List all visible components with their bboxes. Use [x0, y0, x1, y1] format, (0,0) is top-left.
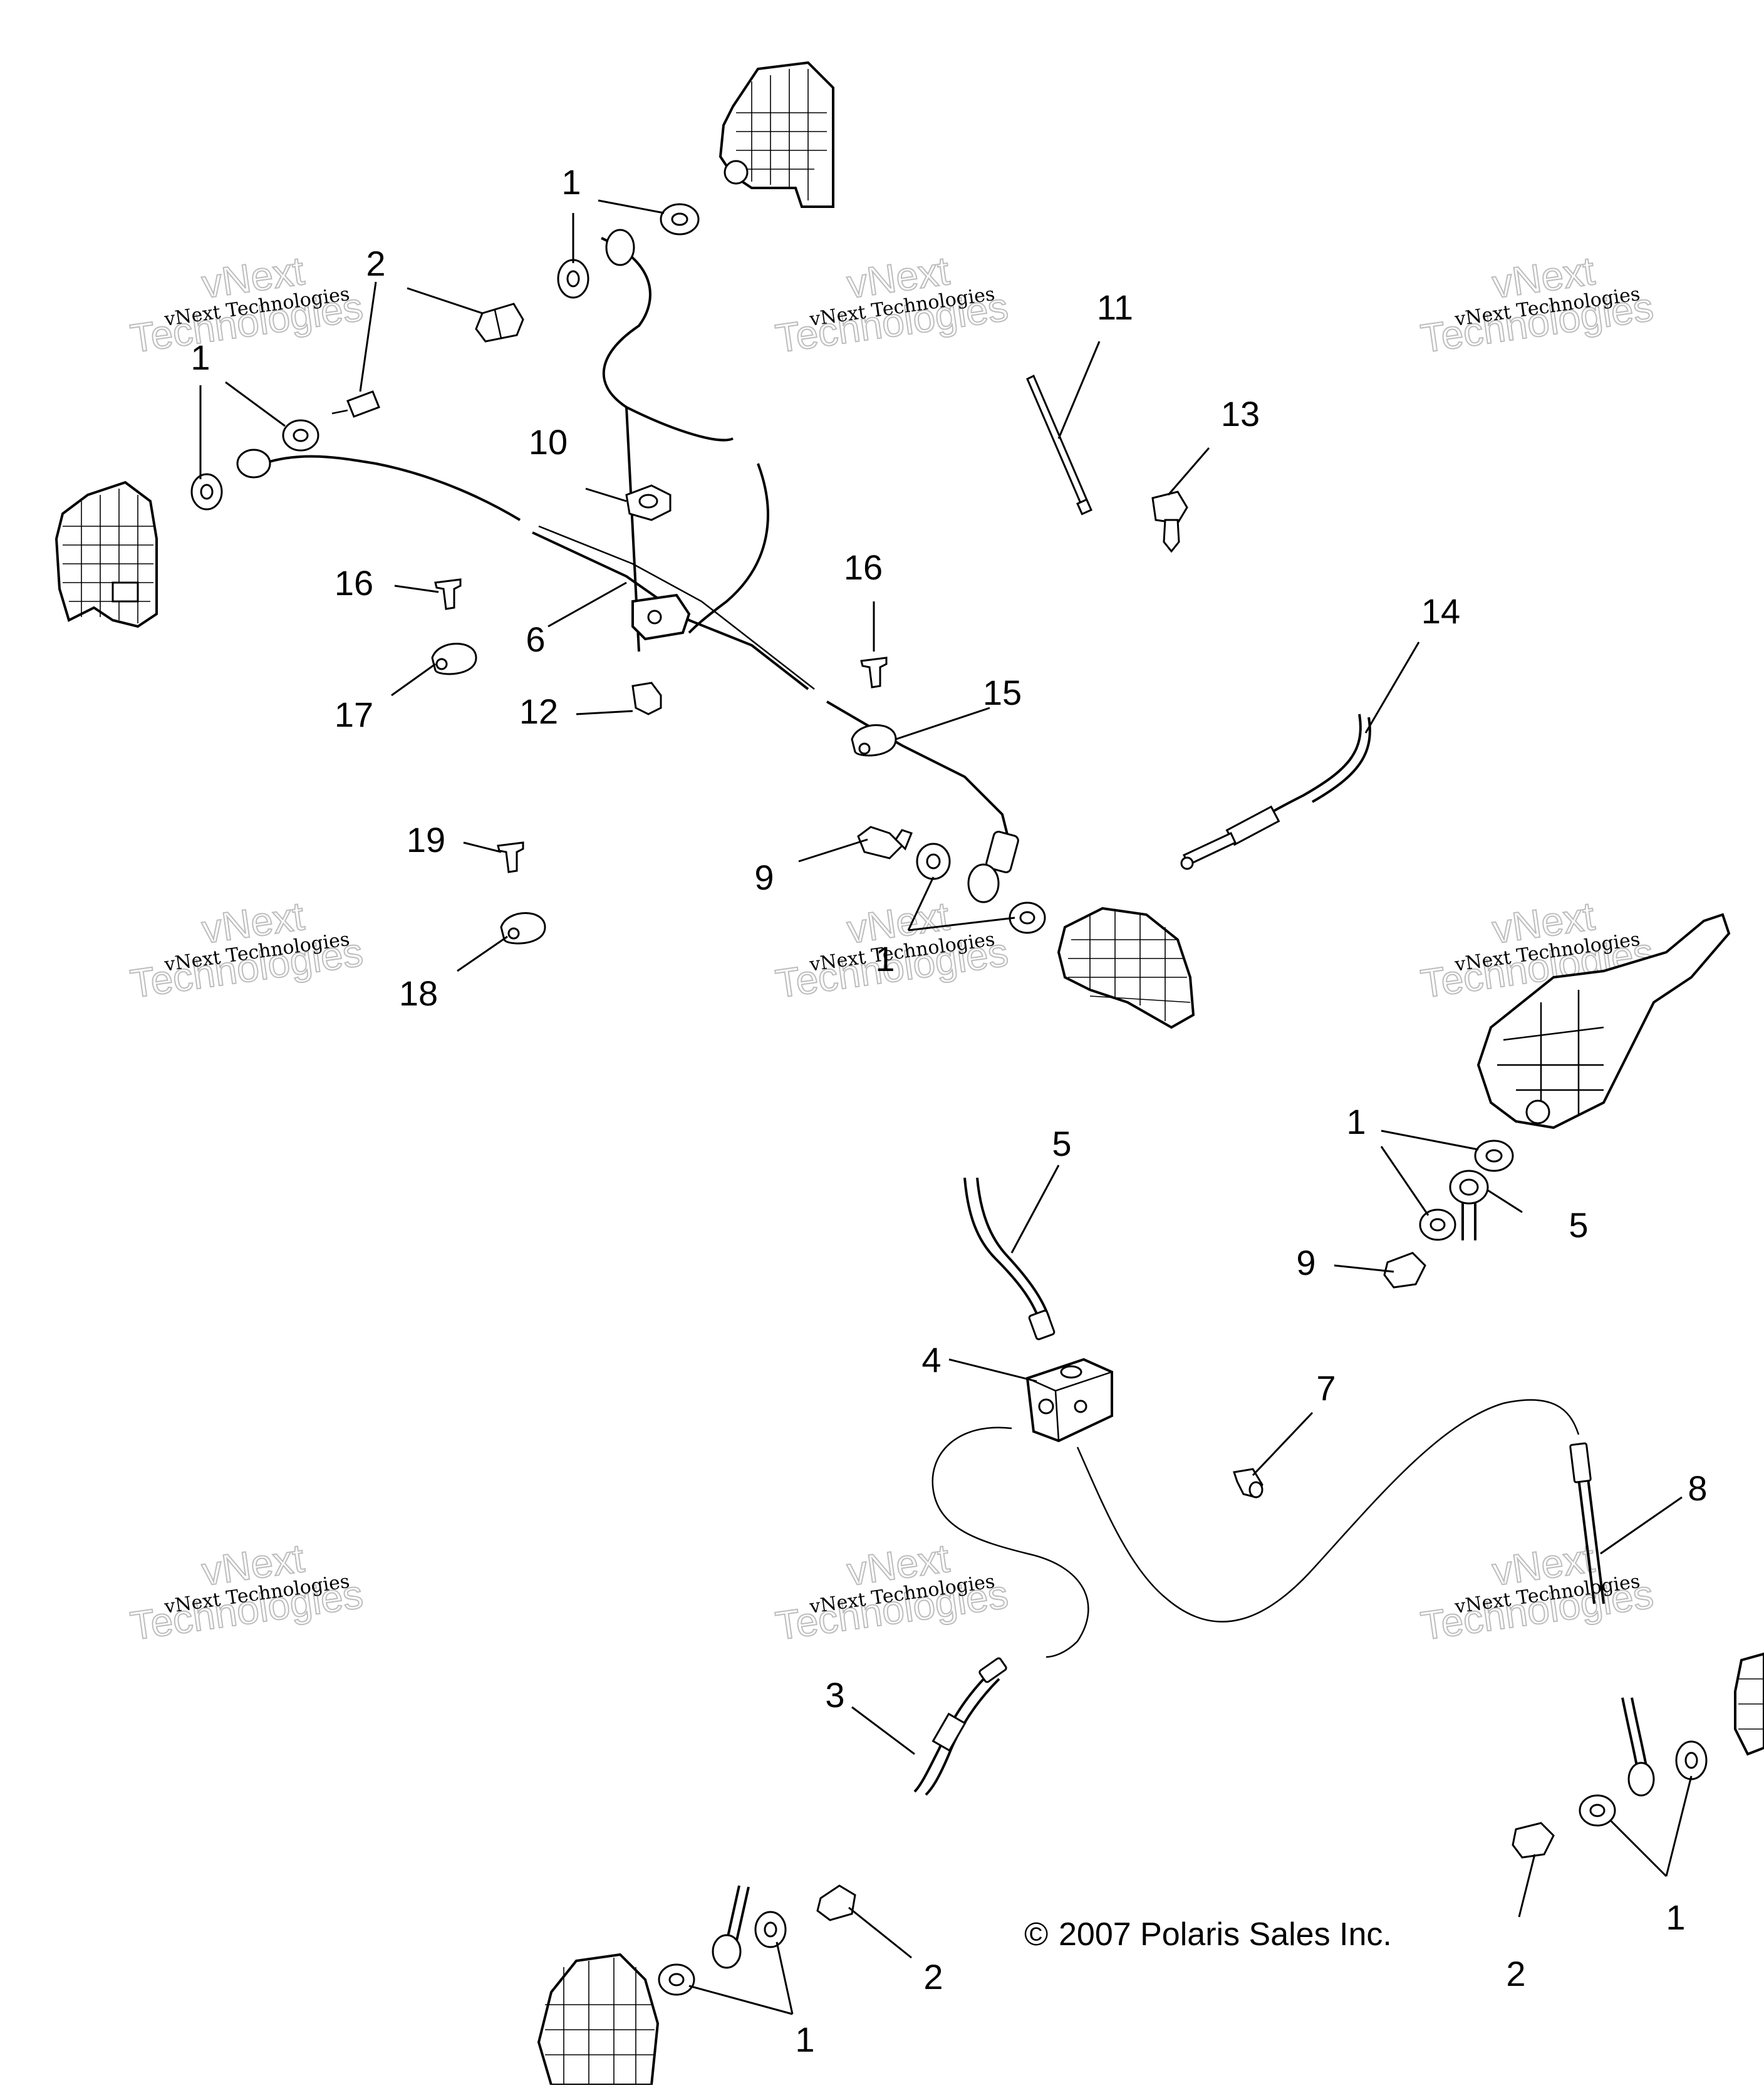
callout-2: 2 [1506, 1954, 1525, 1993]
callout-9: 9 [754, 858, 774, 897]
block-4 [1025, 1358, 1113, 1443]
brake-line-6 [236, 229, 1019, 903]
callout-1: 1 [1666, 1898, 1685, 1937]
callout-7: 7 [1316, 1368, 1336, 1408]
callout-17: 17 [335, 695, 373, 734]
callout-9: 9 [1296, 1243, 1315, 1282]
rod-11 [1026, 374, 1092, 516]
callout-2: 2 [366, 244, 385, 283]
callout-6: 6 [526, 620, 545, 659]
callout-5: 5 [1052, 1124, 1071, 1163]
callout-1: 1 [875, 939, 895, 979]
caliper-bottom-left [537, 1953, 660, 2086]
callout-19: 19 [407, 820, 445, 860]
hose-5-right [1449, 1170, 1489, 1240]
washers [190, 203, 1708, 1996]
callout-1: 1 [190, 338, 210, 377]
copyright-text: 2007 Polaris Sales Inc. [1059, 1916, 1392, 1953]
callout-4: 4 [921, 1340, 941, 1379]
leader-lines [199, 199, 1693, 2015]
master-cylinder-right [1476, 913, 1731, 1130]
fitting-7 [1233, 1468, 1263, 1498]
banjo-bolts [331, 303, 1555, 1921]
caliper-top [719, 61, 834, 208]
callout-8: 8 [1688, 1468, 1707, 1508]
callout-1: 1 [561, 162, 581, 202]
callout-14: 14 [1421, 591, 1460, 631]
callout-16: 16 [335, 563, 373, 603]
callout-3: 3 [825, 1675, 844, 1715]
callout-10: 10 [529, 422, 568, 462]
callout-labels: 1 2 1 10 16 6 17 12 11 13 16 15 14 9 19 … [190, 162, 1707, 2059]
clamps [431, 643, 897, 945]
copyright-notice: © 2007 Polaris Sales Inc. [1024, 1916, 1392, 1953]
callout-12: 12 [519, 692, 558, 731]
callout-2: 2 [923, 1957, 943, 1997]
callout-18: 18 [399, 974, 438, 1013]
callout-11: 11 [1097, 288, 1133, 327]
callout-16: 16 [844, 548, 883, 587]
fitting-13 [1151, 491, 1188, 553]
caliper-middle [1057, 906, 1195, 1029]
caliper-right-edge [1734, 1652, 1764, 1756]
callout-1: 1 [795, 2020, 814, 2059]
caliper-left [54, 480, 158, 628]
callout-13: 13 [1221, 394, 1260, 434]
callout-5: 5 [1569, 1205, 1588, 1245]
callout-15: 15 [983, 673, 1022, 712]
copyright-symbol: © [1024, 1916, 1048, 1953]
hose-5 [963, 1177, 1056, 1341]
screws [434, 578, 888, 873]
cable-14 [1180, 714, 1371, 870]
nut-10 [625, 484, 672, 521]
callout-1: 1 [1346, 1102, 1366, 1141]
brake-line-3-8 [712, 1399, 1655, 1969]
